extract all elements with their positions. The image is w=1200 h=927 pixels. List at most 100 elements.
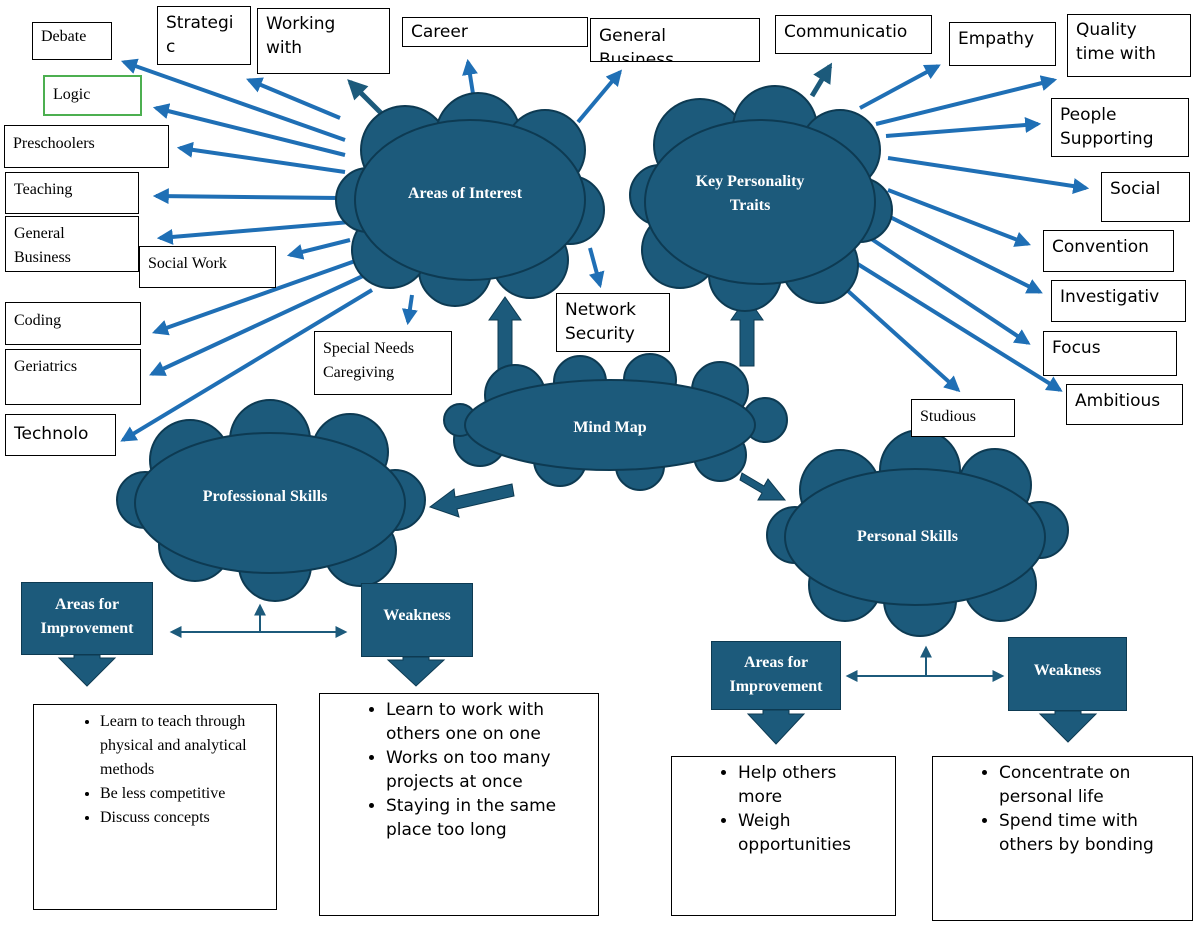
conventional-text: Convention — [1052, 237, 1149, 257]
focus-text: Focus — [1052, 338, 1101, 358]
box-network-security: Network Security — [556, 293, 670, 352]
arrow-to-general-business-left — [156, 220, 351, 245]
list-item: Discuss concepts — [100, 806, 266, 830]
arrow-to-preschoolers — [176, 141, 346, 174]
logic-text: Logic — [53, 86, 91, 103]
traits-line-1: Key Personality — [695, 173, 805, 190]
box-coding: Coding — [5, 302, 141, 345]
box-ambitious: Ambitious — [1066, 384, 1183, 425]
people-supporting-text: People Supporting — [1060, 105, 1154, 149]
block-arrow-left — [428, 483, 515, 518]
arrow-to-logic — [152, 103, 346, 157]
box-strategic: Strategi c — [157, 6, 251, 65]
personal-weakness-label-text: Weakness — [1033, 662, 1102, 679]
teaching-text: Teaching — [14, 181, 73, 198]
career-text: Career — [411, 22, 468, 42]
box-conventional: Convention — [1043, 230, 1174, 272]
professional-weakness-list-box: Learn to work with others one on one Wor… — [319, 693, 599, 916]
box-social: Social — [1101, 172, 1190, 222]
block-arrow-down-weakness-right — [1038, 710, 1098, 743]
mind-map-text: Mind Map — [573, 419, 647, 436]
cloud-personal-skills — [766, 429, 1069, 637]
cloud-key-personality-traits — [629, 85, 893, 312]
block-arrow-down-weakness-left — [386, 656, 446, 687]
social-text: Social — [1110, 179, 1161, 199]
geriatrics-text: Geriatrics — [14, 358, 78, 375]
block-arrow-down-improvement-right — [746, 709, 806, 745]
professional-areas-for-improvement-label: Areas for Improvement — [21, 582, 153, 655]
box-social-work: Social Work — [139, 246, 276, 288]
box-special-needs-caregiving: Special Needs Caregiving — [314, 331, 452, 395]
arrow-to-studious — [826, 271, 961, 393]
arrow-to-technology — [120, 288, 374, 442]
personal-areas-for-improvement-label: Areas for Improvement — [711, 641, 841, 710]
box-working-with: Working with — [257, 8, 390, 74]
arrow-to-coding — [151, 258, 359, 336]
arrow-to-communication — [809, 62, 833, 98]
arrow-to-empathy — [859, 64, 941, 110]
professional-improvement-list: Learn to teach through physical and anal… — [34, 705, 276, 836]
professional-weakness-label: Weakness — [361, 583, 473, 657]
arrow-to-focus — [868, 236, 1031, 345]
block-arrow-up-left — [488, 296, 522, 376]
ambitious-text: Ambitious — [1075, 391, 1161, 411]
cloud-areas-of-interest — [335, 92, 605, 307]
list-item: Be less competitive — [100, 782, 266, 806]
professional-weakness-label-text: Weakness — [383, 607, 451, 624]
box-focus: Focus — [1043, 331, 1177, 376]
cloud-label-areas-of-interest: Areas of Interest — [380, 182, 550, 206]
cloud-label-personal-skills: Personal Skills — [820, 525, 995, 549]
block-arrow-right — [739, 472, 787, 501]
technology-text: Technolo — [14, 424, 89, 444]
general-business-left-text: General Business — [14, 225, 71, 266]
areas-of-interest-text: Areas of Interest — [407, 185, 523, 202]
arrow-to-special-needs — [401, 294, 418, 326]
cloud-label-mind-map: Mind Map — [530, 416, 690, 440]
box-people-supporting: People Supporting — [1051, 98, 1189, 157]
box-preschoolers: Preschoolers — [4, 125, 169, 168]
box-general-business-top: General Business — [590, 18, 760, 62]
arrow-to-geriatrics — [149, 273, 366, 376]
special-needs-text: Special Needs Caregiving — [323, 340, 415, 381]
box-studious: Studious — [911, 399, 1015, 437]
list-item: Staying in the same place too long — [386, 794, 578, 842]
communication-text: Communicatio — [784, 22, 908, 42]
studious-text: Studious — [920, 408, 977, 425]
general-business-top-text: General Business — [599, 26, 674, 62]
professional-weakness-list: Learn to work with others one on one Wor… — [320, 694, 598, 848]
arrow-to-strategic — [246, 77, 341, 120]
personal-weakness-list-box: Concentrate on personal life Spend time … — [932, 756, 1193, 921]
box-empathy: Empathy — [949, 22, 1056, 66]
social-work-text: Social Work — [148, 255, 227, 272]
box-communication: Communicatio — [775, 15, 932, 54]
box-debate: Debate — [32, 22, 112, 60]
box-logic: Logic — [43, 75, 142, 116]
investigative-text: Investigativ — [1060, 287, 1160, 307]
arrow-to-general-business-top — [576, 69, 623, 124]
block-arrow-down-improvement-left — [57, 654, 117, 687]
cloud-mind-map — [443, 353, 788, 491]
personal-weakness-label: Weakness — [1008, 637, 1127, 711]
professional-improvement-list-box: Learn to teach through physical and anal… — [33, 704, 277, 910]
professional-skills-text: Professional Skills — [202, 488, 328, 505]
strategic-text: Strategi c — [166, 13, 234, 57]
cloud-label-professional-skills: Professional Skills — [170, 485, 360, 509]
arrow-to-working-with — [347, 79, 384, 116]
list-item: Weigh opportunities — [738, 809, 885, 857]
box-quality-time: Quality time with — [1067, 14, 1191, 77]
arrow-to-investigative — [879, 210, 1043, 294]
arrow-to-social-work — [286, 238, 351, 260]
professional-improvement-label-text: Areas for Improvement — [40, 596, 134, 637]
arrow-to-conventional — [887, 188, 1031, 247]
list-item: Works on too many projects at once — [386, 746, 578, 794]
empathy-text: Empathy — [958, 29, 1035, 49]
box-investigative: Investigativ — [1051, 280, 1186, 322]
box-technology: Technolo — [5, 414, 116, 456]
working-with-text: Working with — [266, 14, 336, 58]
personal-improvement-label-text: Areas for Improvement — [729, 654, 823, 695]
box-general-business-left: General Business — [5, 216, 139, 272]
list-item: Spend time with others by bonding — [999, 809, 1182, 857]
box-geriatrics: Geriatrics — [5, 349, 141, 405]
